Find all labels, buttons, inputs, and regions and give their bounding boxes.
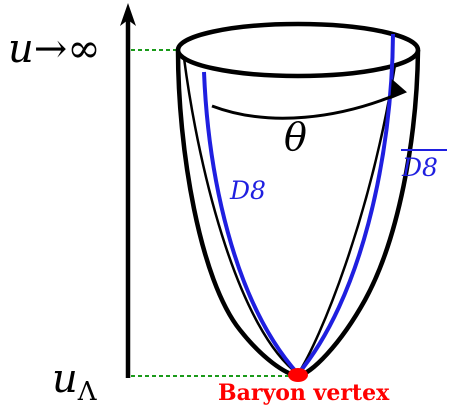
label-u-lambda: uΛ [52,356,98,407]
label-d8: D8 [229,176,266,205]
anti-d8-brane [296,33,395,376]
label-baryon-vertex: Baryon vertex [218,380,390,406]
label-theta: θ [284,115,307,159]
vertical-axis-arrowhead [120,3,136,26]
theta-arrow [211,79,408,120]
d8-brane [202,71,300,376]
label-anti-d8: D8 [401,153,438,182]
cup-rim [175,21,421,79]
baryon-vertex-dot [288,368,308,382]
label-u-infinity: u→∞ [8,26,101,72]
